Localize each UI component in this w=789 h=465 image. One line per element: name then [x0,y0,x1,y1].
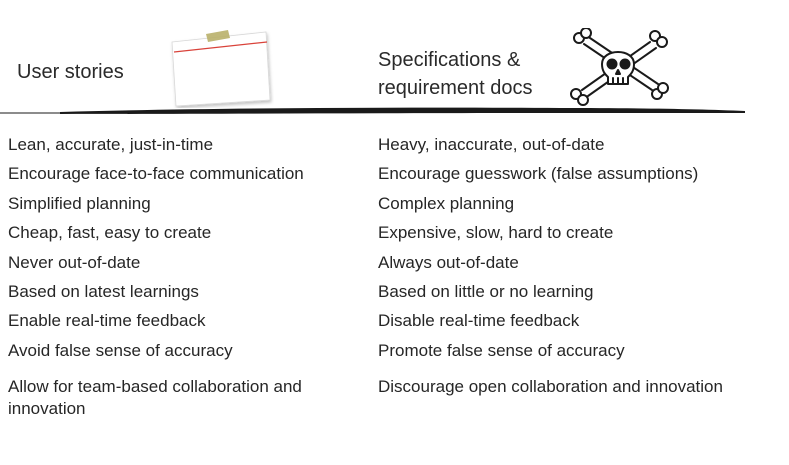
list-item: Never out-of-date [8,252,141,272]
header-divider [0,104,789,118]
list-item: Promote false sense of accuracy [378,340,625,360]
list-item: Enable real-time feedback [8,311,206,331]
sticky-note-icon [168,26,274,108]
list-item: Avoid false sense of accuracy [8,340,233,360]
list-item: Based on little or no learning [378,281,594,301]
list-item: Heavy, inaccurate, out-of-date [378,135,605,154]
list-item: Cheap, fast, easy to create [8,223,212,243]
list-item: Complex planning [378,193,515,213]
list-item: Based on latest learnings [8,281,199,301]
user-stories-list: Lean, accurate, just-in-time Encourage f… [8,134,368,420]
skull-crossbones-icon [562,27,674,106]
list-item: Discourage open collaboration and innova… [378,377,723,397]
specs-heading-line1: Specifications & [378,49,521,71]
user-stories-heading: User stories [17,61,124,83]
specs-list: Heavy, inaccurate, out-of-date Encourage… [378,134,783,406]
list-item: Allow for team-based collaboration and i… [8,377,302,419]
list-item: Lean, accurate, just-in-time [8,135,214,154]
specs-heading-line2: requirement docs [378,77,533,99]
specs-heading: Specifications & requirement docs [378,46,533,102]
list-item: Encourage guesswork (false assumptions) [378,164,699,184]
list-item: Expensive, slow, hard to create [378,223,614,243]
list-item: Simplified planning [8,193,151,213]
list-item: Always out-of-date [378,252,519,272]
list-item: Encourage face-to-face communication [8,164,304,184]
list-item: Disable real-time feedback [378,311,580,331]
